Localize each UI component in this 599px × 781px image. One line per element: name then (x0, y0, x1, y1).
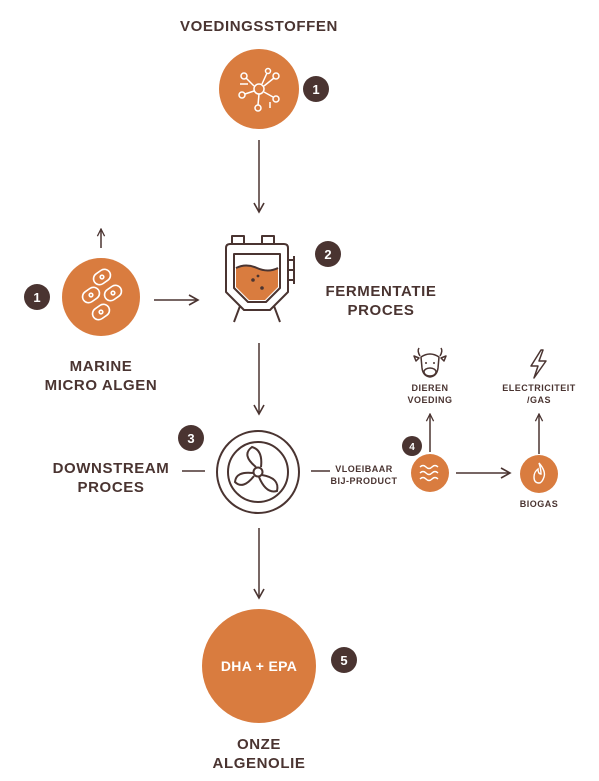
badge-number-oil: 5 (340, 653, 347, 668)
badge-circle-nutrients (303, 76, 329, 102)
badge-number-nutrients: 1 (312, 82, 319, 97)
byproduct-node: 4 (402, 436, 449, 492)
electricity-gas-label: ELECTRICITEIT /GAS (494, 382, 584, 406)
our-algae-oil-label-line1: ONZE (236, 736, 282, 753)
badge-number-byproduct: 4 (409, 442, 415, 453)
badge-circle-fermentation (315, 241, 341, 267)
liquid-byproduct-label: VLOEIBAAR BIJ-PRODUCT (322, 463, 406, 487)
oil-node: 5 (202, 609, 357, 723)
cow-icon (413, 347, 447, 378)
lightning-bolt-icon (530, 349, 547, 379)
marine-algae-label: MARINE MICRO ALGEN (31, 357, 171, 395)
nutrients-label: VOEDINGSSTOFFEN (180, 18, 338, 35)
molecule-network-icon (238, 67, 280, 112)
fermentation-label-line1: FERMENTATIE (325, 283, 437, 300)
badge-number-downstream: 3 (187, 431, 194, 446)
our-algae-oil-label: ONZE ALGENOLIE (189, 735, 329, 773)
badge-number-algae: 1 (33, 290, 40, 305)
centrifuge-fan-icon (227, 441, 289, 503)
badge-circle-downstream (178, 425, 204, 451)
algae-cells-icon (81, 268, 123, 321)
badge-number-fermentation: 2 (324, 247, 331, 262)
nutrients-circle (219, 49, 299, 129)
badge-circle-oil (331, 647, 357, 673)
animal-feed-label-line1: DIEREN (411, 383, 449, 393)
downstream-label-line1: DOWNSTREAM (52, 460, 170, 477)
badge-circle-algae (24, 284, 50, 310)
downstream-label: DOWNSTREAM PROCES (41, 459, 181, 497)
nutrients-node: 1 (219, 49, 329, 129)
marine-algae-label-line2: MICRO ALGEN (44, 377, 158, 394)
byproduct-circle (411, 454, 449, 492)
biogas-label: BIOGAS (519, 499, 559, 509)
liquid-waves-icon (419, 464, 439, 482)
animal-feed-label-line2: VOEDING (407, 395, 453, 405)
marine-algae-label-line1: MARINE (69, 358, 133, 375)
flow-arrows (101, 140, 539, 600)
our-algae-oil-label-line2: ALGENOLIE (212, 755, 306, 772)
dha-epa-label: DHA + EPA (220, 658, 298, 674)
electricity-gas-label-line1: ELECTRICITEIT (502, 383, 576, 393)
biogas-node (520, 455, 558, 493)
fermentation-label-line2: PROCES (347, 302, 415, 319)
electricity-gas-label-line2: /GAS (526, 395, 551, 405)
downstream-circle (216, 430, 300, 514)
downstream-node: 3 (178, 425, 300, 514)
fermentation-label: FERMENTATIE PROCES (316, 282, 446, 320)
liquid-byproduct-label-line1: VLOEIBAAR (335, 464, 393, 474)
fermentation-tank-icon (225, 235, 295, 323)
badge-circle-byproduct (402, 436, 422, 456)
animal-feed-label: DIEREN VOEDING (395, 382, 465, 406)
oil-circle (202, 609, 316, 723)
downstream-label-line2: PROCES (77, 479, 145, 496)
flame-icon (533, 462, 546, 484)
algae-circle (62, 258, 140, 336)
liquid-byproduct-label-line2: BIJ-PRODUCT (330, 476, 398, 486)
algae-node: 1 (24, 258, 140, 336)
